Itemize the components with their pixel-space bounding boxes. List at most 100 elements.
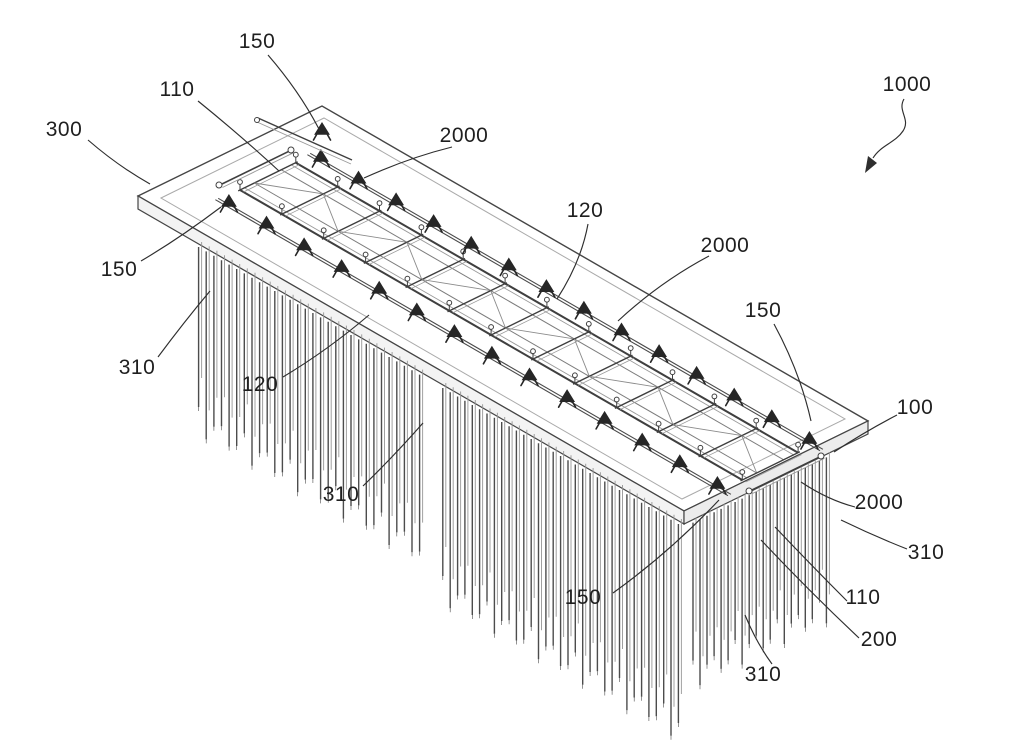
leader-2000-middle [617, 255, 710, 322]
leader-150-bottom [612, 499, 720, 594]
clamp-icon [332, 259, 351, 278]
clamp-icon [386, 192, 406, 212]
leader-150-right [773, 323, 812, 422]
clamp-icon [724, 387, 744, 407]
leader-1000-squiggle [872, 98, 907, 159]
clamp-icon [424, 214, 443, 233]
clamp-rows [215, 148, 824, 497]
clamp-icon [574, 300, 594, 320]
ref-label-150-bottom: 150 [564, 586, 602, 609]
clamp-icon [537, 279, 556, 298]
ref-label-150-left: 150 [100, 258, 138, 281]
leader-110-right [774, 526, 848, 602]
leader-200 [760, 539, 860, 639]
leader-2000-top [363, 146, 453, 179]
ref-label-120-left-lower: 120 [241, 373, 279, 396]
pin-knob-icon [697, 444, 704, 451]
plate-end-face [683, 420, 869, 525]
clamp-icon [482, 345, 502, 365]
pin-knob-icon [334, 176, 341, 182]
top-bar-shadow [256, 121, 352, 165]
clamp-icon [649, 344, 669, 363]
ref-label-310-middle: 310 [322, 483, 360, 506]
pin-knob-icon [362, 251, 369, 258]
top-bar-knob [254, 117, 260, 123]
pin-knob-icon [488, 324, 495, 330]
left-bar-knob [215, 181, 223, 189]
mold-frame-truss [237, 151, 802, 483]
ref-label-120-middle: 120 [566, 199, 604, 222]
pin-knob-icon [669, 369, 676, 376]
clamp-icon [612, 322, 631, 342]
left-end-bar-shadow [222, 151, 295, 188]
ref-label-310-right: 310 [907, 541, 945, 564]
ref-label-200: 200 [860, 628, 898, 651]
right-bar-knob [817, 452, 825, 460]
clamp-icon [708, 475, 727, 495]
pin-knob-icon [753, 417, 760, 424]
ref-label-150-right: 150 [744, 299, 782, 322]
clamp-icon [632, 432, 652, 452]
right-bar-knob [745, 487, 753, 495]
base-plate [136, 105, 870, 526]
leader-310-right [840, 519, 908, 550]
clamp-icon [369, 280, 389, 300]
leader-100 [833, 414, 898, 453]
ref-label-310-bottom: 310 [744, 663, 782, 686]
pin-knob-icon [237, 179, 243, 185]
right-end-bar-shadow [752, 457, 825, 494]
clamp-icon [499, 257, 519, 277]
pin-knob-icon [572, 372, 578, 379]
pin-knob-icon [585, 321, 592, 327]
clamp-icon [520, 367, 539, 387]
pin-knob-icon [376, 200, 383, 207]
leader-120-middle [556, 223, 589, 300]
pin-knob-icon [292, 151, 299, 158]
pin-knob-icon [530, 348, 536, 355]
ref-label-2000-right: 2000 [854, 491, 904, 514]
clamp-icon [294, 237, 314, 257]
clamp-icon [219, 193, 239, 213]
ref-label-310-left: 310 [118, 356, 156, 379]
clamp-icon [595, 410, 614, 430]
ref-label-2000-top: 2000 [439, 124, 489, 147]
clamp-icon [445, 324, 464, 343]
pin-knob-icon [795, 441, 801, 448]
pin-knob-icon [613, 396, 620, 403]
clamp-icon [349, 170, 368, 190]
end-bars [215, 146, 825, 495]
leader-lines [87, 54, 908, 665]
pin-knob-icon [446, 299, 453, 306]
clamp-icon [670, 454, 690, 474]
pin-knob-icon [655, 420, 662, 427]
ref-label-2000-middle: 2000 [700, 234, 750, 257]
leader-1000-arrowhead-icon [865, 156, 877, 173]
pin-knob-icon [404, 275, 411, 282]
ref-label-110-top-left: 110 [159, 78, 195, 101]
ref-label-100: 100 [896, 396, 934, 419]
pin-knob-icon [320, 227, 327, 234]
leader-310-middle [362, 422, 424, 487]
leader-120-left-lower [282, 314, 370, 378]
leader-110-top-left [197, 100, 280, 172]
clamp-icon [407, 302, 427, 322]
pin-knob-icon [627, 345, 634, 352]
clamp-icon [800, 430, 819, 450]
pin-knob-icon [418, 224, 425, 231]
ref-label-1000: 1000 [882, 73, 932, 96]
left-bar-knob [287, 146, 295, 154]
clamp-icon [257, 215, 276, 235]
clamp-icon [762, 409, 782, 429]
ref-label-300: 300 [45, 118, 83, 141]
pin-knob-icon [279, 203, 285, 210]
ref-label-110-right: 110 [845, 586, 881, 609]
clamp-icon [687, 365, 706, 385]
plate-inset-line [159, 117, 847, 500]
clamp-icon [461, 235, 481, 255]
top-bar-line [257, 117, 353, 161]
pin-knob-icon [739, 469, 746, 475]
leader-310-bottom [744, 614, 773, 665]
leader-300 [87, 139, 151, 185]
pin-knob-icon [502, 272, 509, 279]
